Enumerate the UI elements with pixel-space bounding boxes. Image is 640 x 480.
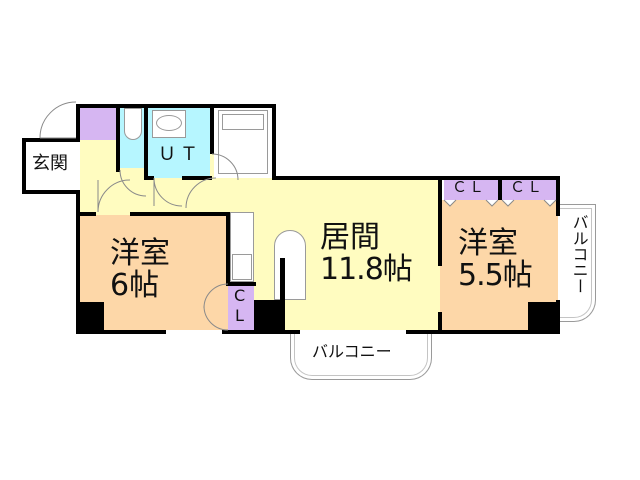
wall-right-outer-top	[556, 176, 560, 216]
wall-room55-left-bottom	[438, 312, 442, 334]
western-room-6-label: 洋室 6帖	[110, 238, 200, 301]
toilet-fixture	[124, 108, 142, 140]
wall-mid-horizontal	[274, 176, 560, 180]
wall-entrance-box-top	[22, 138, 80, 142]
wall-ut-bottom	[144, 176, 154, 180]
western-room-6-size: 6帖	[110, 267, 160, 303]
closet-small-label-c: C	[234, 286, 246, 305]
wall-left-outer	[76, 104, 80, 140]
wall-room6-top-right	[130, 212, 230, 216]
balcony-bottom-label: バルコニー	[312, 342, 392, 361]
unit-bath-label: ＵＴ	[158, 144, 202, 165]
western-room-5-5-size: 5.5帖	[458, 257, 533, 293]
pillar-bottom-right	[528, 302, 560, 334]
entrance-floor	[26, 140, 76, 192]
closet-small-label-l: L	[235, 306, 244, 325]
western-room-5-5-label: 洋室 5.5帖	[458, 228, 558, 291]
western-room-6-name: 洋室	[110, 236, 170, 271]
closet-right-1	[444, 178, 498, 200]
pillar-bottom-left	[76, 302, 104, 334]
closet-right-2-label: ＣＬ	[510, 178, 545, 196]
wall-ut-right	[210, 104, 214, 154]
closet-small	[228, 284, 254, 330]
balcony-bottom	[290, 334, 432, 380]
wall-closet-divider	[498, 176, 502, 200]
balcony-right-label: バルコニー	[569, 214, 589, 294]
western-room-6-floor	[80, 215, 230, 330]
living-room-label: 居間 11.8帖	[320, 222, 430, 285]
western-room-5-5-name: 洋室	[458, 226, 518, 261]
wall-ut-bottom-right	[182, 176, 212, 180]
wall-ut-left	[144, 104, 148, 180]
wall-room6-top	[76, 212, 96, 216]
closet-right-1-label: ＣＬ	[452, 178, 487, 196]
kitchen-sink	[232, 254, 252, 280]
wall-bath-right	[272, 104, 276, 180]
wall-entrance-box-bottom	[22, 190, 80, 194]
entrance-label: 玄関	[32, 153, 68, 174]
pillar-bottom-middle	[254, 300, 284, 334]
stair-or-column-feature	[274, 230, 306, 300]
living-room-name: 居間	[320, 220, 380, 255]
wall-living-partition	[280, 258, 285, 332]
balcony-right-inner	[560, 208, 592, 318]
sink-basin	[156, 115, 182, 131]
wall-top-left	[76, 104, 276, 108]
wall-toilet-left	[116, 104, 120, 172]
bathtub-inner	[222, 114, 264, 130]
wall-bottom-left	[76, 330, 166, 334]
wall-room6-right	[226, 212, 230, 284]
wall-bottom-right	[406, 330, 560, 334]
wall-closet-top	[226, 282, 256, 286]
living-room-size: 11.8帖	[320, 251, 413, 287]
closet-right-2	[502, 178, 556, 200]
wall-entrance-box-left	[22, 138, 26, 194]
wall-room55-left-top	[438, 176, 442, 266]
balcony-bottom-inner	[294, 334, 428, 376]
storage-closet-top-left	[80, 106, 118, 140]
wall-left-lower	[76, 190, 80, 334]
